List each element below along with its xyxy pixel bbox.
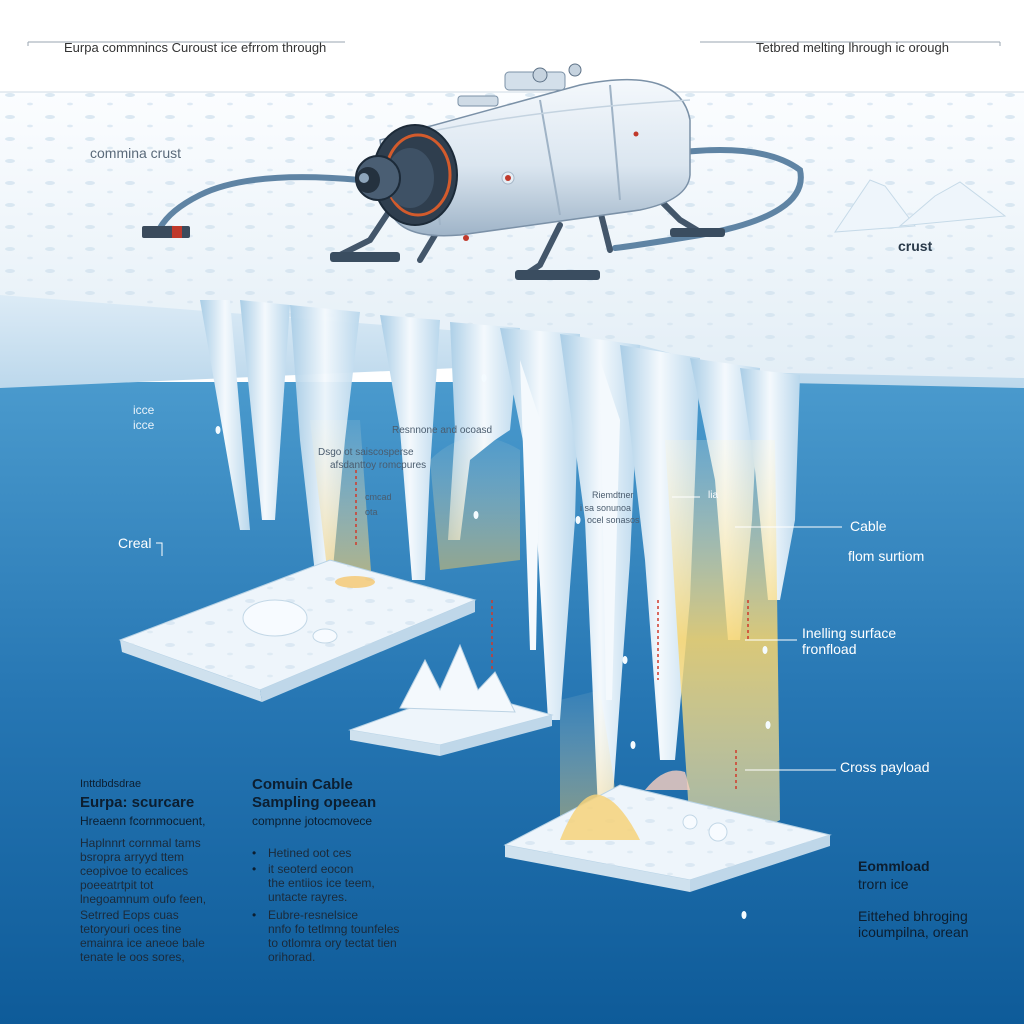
label-from-ice: trorn ice <box>858 876 909 892</box>
label-inner-b2: ota <box>365 507 378 517</box>
leader-lines <box>27 41 1001 771</box>
mid-bullet-marker-2: • <box>252 862 257 876</box>
left-block-paragraph-2: Setrred Eops cuas tetoryouri oces tine e… <box>80 908 205 964</box>
label-inner-c1: Riemdtner <box>592 490 634 500</box>
ice-stalactites <box>200 300 800 810</box>
label-inner-c3: ocel sonasos <box>587 515 640 525</box>
ice-slab-middle <box>348 643 554 756</box>
mid-bullet-marker-3: • <box>252 908 257 922</box>
ice-slab-right <box>503 770 832 892</box>
label-tethered-2: icoumpilna, orean <box>858 924 969 940</box>
left-block-paragraph-1: Haplnnrt cornmal tams bsropra arryyd tte… <box>80 836 207 906</box>
label-cross-payload: Cross payload <box>840 759 930 775</box>
label-melting-front: fronfload <box>802 641 857 657</box>
mid-bullet-2: it seoterd eocon the entiios ice teem, u… <box>268 862 375 904</box>
label-inner-b1: cmcad <box>365 492 392 502</box>
cable-anchor <box>142 226 190 238</box>
mid-bullet-marker-1: • <box>252 846 257 860</box>
mid-block-subheading: compnne jotocmovece <box>252 814 373 828</box>
label-inner-a2: afsdanttoy romcpures <box>330 460 427 471</box>
cryobot-probe <box>330 63 725 280</box>
label-comina-crust: commina crust <box>90 145 182 161</box>
label-melting-surface: Inelling surface <box>802 625 897 641</box>
header-left-title: Eurpa commnincs Curoust ice efrrom throu… <box>64 40 327 55</box>
label-eommload: Eommload <box>858 858 930 874</box>
header-right-title: Tetbred melting lhrough ic orough <box>756 40 949 55</box>
label-ice-1: icce <box>133 403 155 417</box>
label-crust: crust <box>898 238 933 254</box>
mid-block-heading-2: Sampling opeean <box>252 794 377 811</box>
label-inner-top: Resnnone and ocoasd <box>392 425 493 436</box>
left-block-heading: Eurpa: scurcare <box>80 794 195 811</box>
mid-bullet-3: Eubre-resnelsice nnfo fo tetlmng tounfel… <box>268 908 400 964</box>
ice-ridge <box>834 179 1007 233</box>
label-creal: Creal <box>118 535 152 551</box>
mid-bullet-1: Hetined oot ces <box>268 846 352 860</box>
ice-slab-left <box>118 559 477 702</box>
label-arrow-tag: lia <box>708 490 719 501</box>
label-ice-2: icce <box>133 418 155 432</box>
water-droplets <box>215 374 771 919</box>
label-from-surface: flom surtiom <box>848 548 925 564</box>
label-inner-a1: Dsgo ot saiscosperse <box>318 447 414 458</box>
tether-cable <box>157 147 804 251</box>
left-block-kicker: Inttdbdsdrae <box>80 778 142 790</box>
label-tethered-1: Eittehed bhroging <box>858 908 968 924</box>
measurement-markers <box>355 470 749 790</box>
label-inner-c2: i sa sonunoa <box>580 503 632 513</box>
left-block-subheading: Hreaenn fcornmocuent, <box>80 814 206 828</box>
melt-pool <box>335 576 375 588</box>
label-cable: Cable <box>850 518 887 534</box>
mid-block-heading-1: Comuin Cable <box>252 776 353 793</box>
